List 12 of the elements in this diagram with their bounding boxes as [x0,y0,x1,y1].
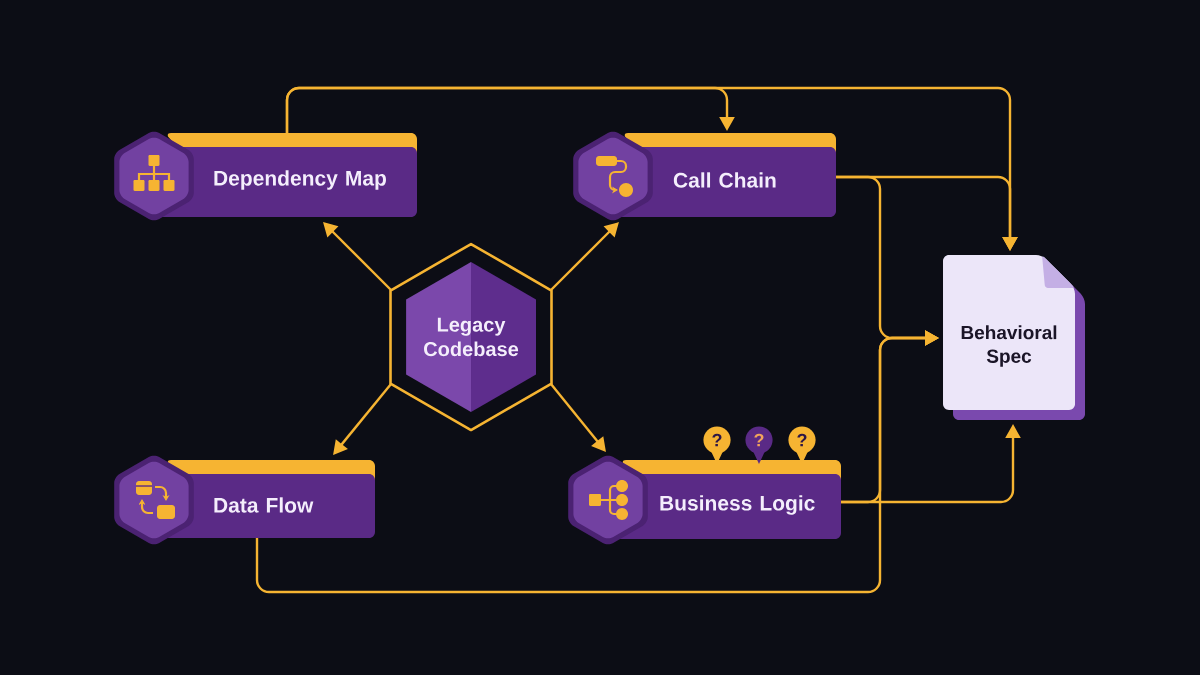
process-box: Call Chain [573,131,836,221]
arrow [333,383,392,455]
process-box: Dependency Map [114,131,417,221]
arrow [323,222,392,291]
arrow [550,222,619,291]
process-box: Data Flow [114,455,375,545]
hexagon-node: Legacy Codebase [389,242,553,432]
process-box: Business Logic [568,455,841,545]
question-pin: ? [788,426,816,464]
arrow [550,383,606,452]
question-pin: ? [745,426,773,464]
question-pin: ? [703,426,731,464]
